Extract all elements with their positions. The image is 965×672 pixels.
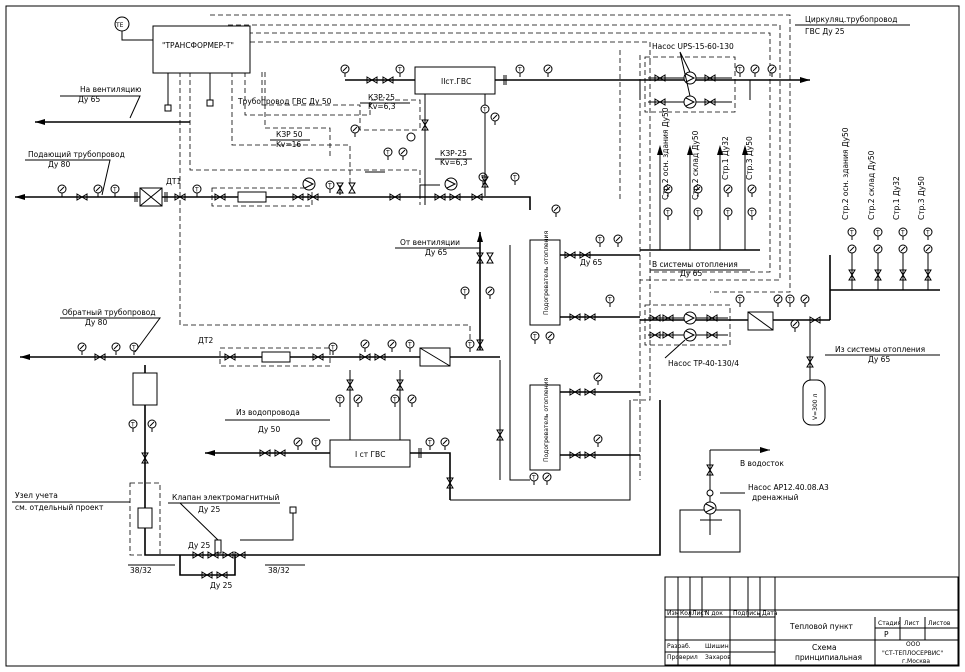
stamp-col-5: Подпись <box>733 610 760 617</box>
pump-tp-group <box>644 304 731 346</box>
stamp-desc-1: Схема <box>812 643 837 652</box>
riser-right-2: Стр.2 склад Ду50 <box>867 150 876 220</box>
vent-in-du: Ду 65 <box>425 248 447 257</box>
heater-2-label: Подогреватель отопления <box>543 378 550 462</box>
riser-right-4: Стр.3 Ду50 <box>917 176 926 220</box>
stamp-col-2: Кол <box>680 610 692 617</box>
heater-2 <box>529 384 561 471</box>
heat-meter-label: ТЕ <box>115 22 124 29</box>
kzr50-label: КЗР 50 <box>276 130 303 139</box>
circulation-label: Циркуляц.трубопровод <box>805 15 897 24</box>
du25b-label: Ду 25 <box>210 581 232 590</box>
kv63b-label: Kv=6,3 <box>440 158 468 167</box>
riser-left-1: Стр.2 осн. здания Ду50 <box>661 107 670 200</box>
stamp-col-3: Лист <box>692 610 708 617</box>
kv63-label: Kv=6,3 <box>368 102 396 111</box>
dhw-pipe-label: Трубопровод ГВС Ду 50 <box>237 97 332 106</box>
stamp-title: Тепловой пункт <box>789 622 854 631</box>
riser-left-4: Стр.3 Ду50 <box>745 136 754 180</box>
metering-label-1: Узел учета <box>15 491 58 500</box>
kv16-label: Kv=16 <box>276 140 301 149</box>
pump-ups-group <box>644 56 736 113</box>
drain-pump-label: Насос АР12.40.08.А3 <box>748 483 829 492</box>
du25a-label: Ду 25 <box>188 541 210 550</box>
supply-label: Подающий трубопровод <box>28 150 125 159</box>
stamp-col-6: Дата <box>762 610 778 617</box>
title-block <box>664 576 959 666</box>
du65a-label: Ду 65 <box>580 258 602 267</box>
d3832a-label: 38/32 <box>130 566 152 575</box>
stamp-dev-role: Разраб. <box>667 643 691 650</box>
stamp-dev-name: Шишин <box>705 643 729 650</box>
metering-label-2: см. отдельный проект <box>15 503 104 512</box>
controller-label: "ТРАНСФОРМЕР-Т" <box>162 41 234 50</box>
stamp-sheets-head: Листов <box>928 620 951 627</box>
risers-left <box>640 145 760 251</box>
return-du: Ду 80 <box>85 318 107 327</box>
stamp-org-1: ООО <box>906 641 920 648</box>
from-heat-label: Из системы отопления <box>835 345 925 354</box>
water-in-label: Из водопровода <box>236 408 300 417</box>
water-in-du: Ду 50 <box>258 425 280 434</box>
hx-dhw-stage1-label: I ст ГВС <box>355 450 385 459</box>
dt2-label: ДТ2 <box>198 336 213 345</box>
riser-right-1: Стр.2 осн. здания Ду50 <box>841 127 850 220</box>
riser-left-2: Стр.2 склад Ду50 <box>691 130 700 200</box>
frame <box>5 5 960 667</box>
heater-1-label: Подогреватель отопления <box>543 231 550 315</box>
hx-dhw-stage2-label: IIст.ГВС <box>441 77 471 86</box>
supply-line <box>15 180 420 207</box>
vent-in-label: От вентиляции <box>400 238 460 247</box>
hx-dhw-stage2 <box>414 66 496 95</box>
return-line <box>20 339 500 367</box>
risers-right <box>829 227 940 320</box>
circulation-du: ГВС Ду 25 <box>805 27 845 36</box>
stamp-desc-2: принципиальная <box>795 653 862 662</box>
stamp-col-4: N док <box>705 610 723 617</box>
solenoid-valve-du: Ду 25 <box>198 505 220 514</box>
supply-du: Ду 80 <box>48 160 70 169</box>
pump-ups-label: Насос UPS-15-60-130 <box>652 42 734 51</box>
controller-box <box>152 25 251 74</box>
to-heat-label: В системы отопления <box>652 260 738 269</box>
stamp-col-1: Изм <box>667 610 679 617</box>
vent-out-du: Ду 65 <box>78 95 100 104</box>
stamp-check-role: Проверил <box>667 654 698 661</box>
heater-1 <box>529 239 561 326</box>
return-label: Обратный трубопровод <box>62 308 156 317</box>
metering-node <box>129 482 161 556</box>
drain-to-label: В водосток <box>740 459 784 468</box>
riser-left-3: Стр.1 Ду32 <box>721 136 730 180</box>
stamp-org-2: "СТ-ТЕПЛОСЕРВИС" <box>882 650 943 657</box>
stamp-sheet-head: Лист <box>904 620 920 627</box>
stamp-org-3: г.Москва <box>902 658 930 665</box>
expansion-tank-label: V=300 л <box>812 394 819 420</box>
vent-out-label: На вентиляцию <box>80 85 141 94</box>
kzr25-label: КЗР-25 <box>368 93 395 102</box>
stamp-check-name: Захаров <box>705 654 731 661</box>
solenoid-valve-label: Клапан электромагнитный <box>172 493 279 502</box>
to-heat-du: Ду 65 <box>680 269 702 278</box>
pump-tp-label: Насос TP-40-130/4 <box>668 359 739 368</box>
d3832b-label: 38/32 <box>268 566 290 575</box>
from-heat-du: Ду 65 <box>868 355 890 364</box>
expansion-tank <box>802 379 826 426</box>
stamp-stage-head: Стадия <box>878 620 901 627</box>
dt1-label: ДТ1 <box>166 177 181 186</box>
riser-right-3: Стр.1 Ду32 <box>892 176 901 220</box>
hx-dhw-stage1 <box>329 439 411 468</box>
kzr25b-label: КЗР-25 <box>440 149 467 158</box>
drain-pump-label-2: дренажный <box>752 493 799 502</box>
stamp-stage: Р <box>884 630 889 639</box>
